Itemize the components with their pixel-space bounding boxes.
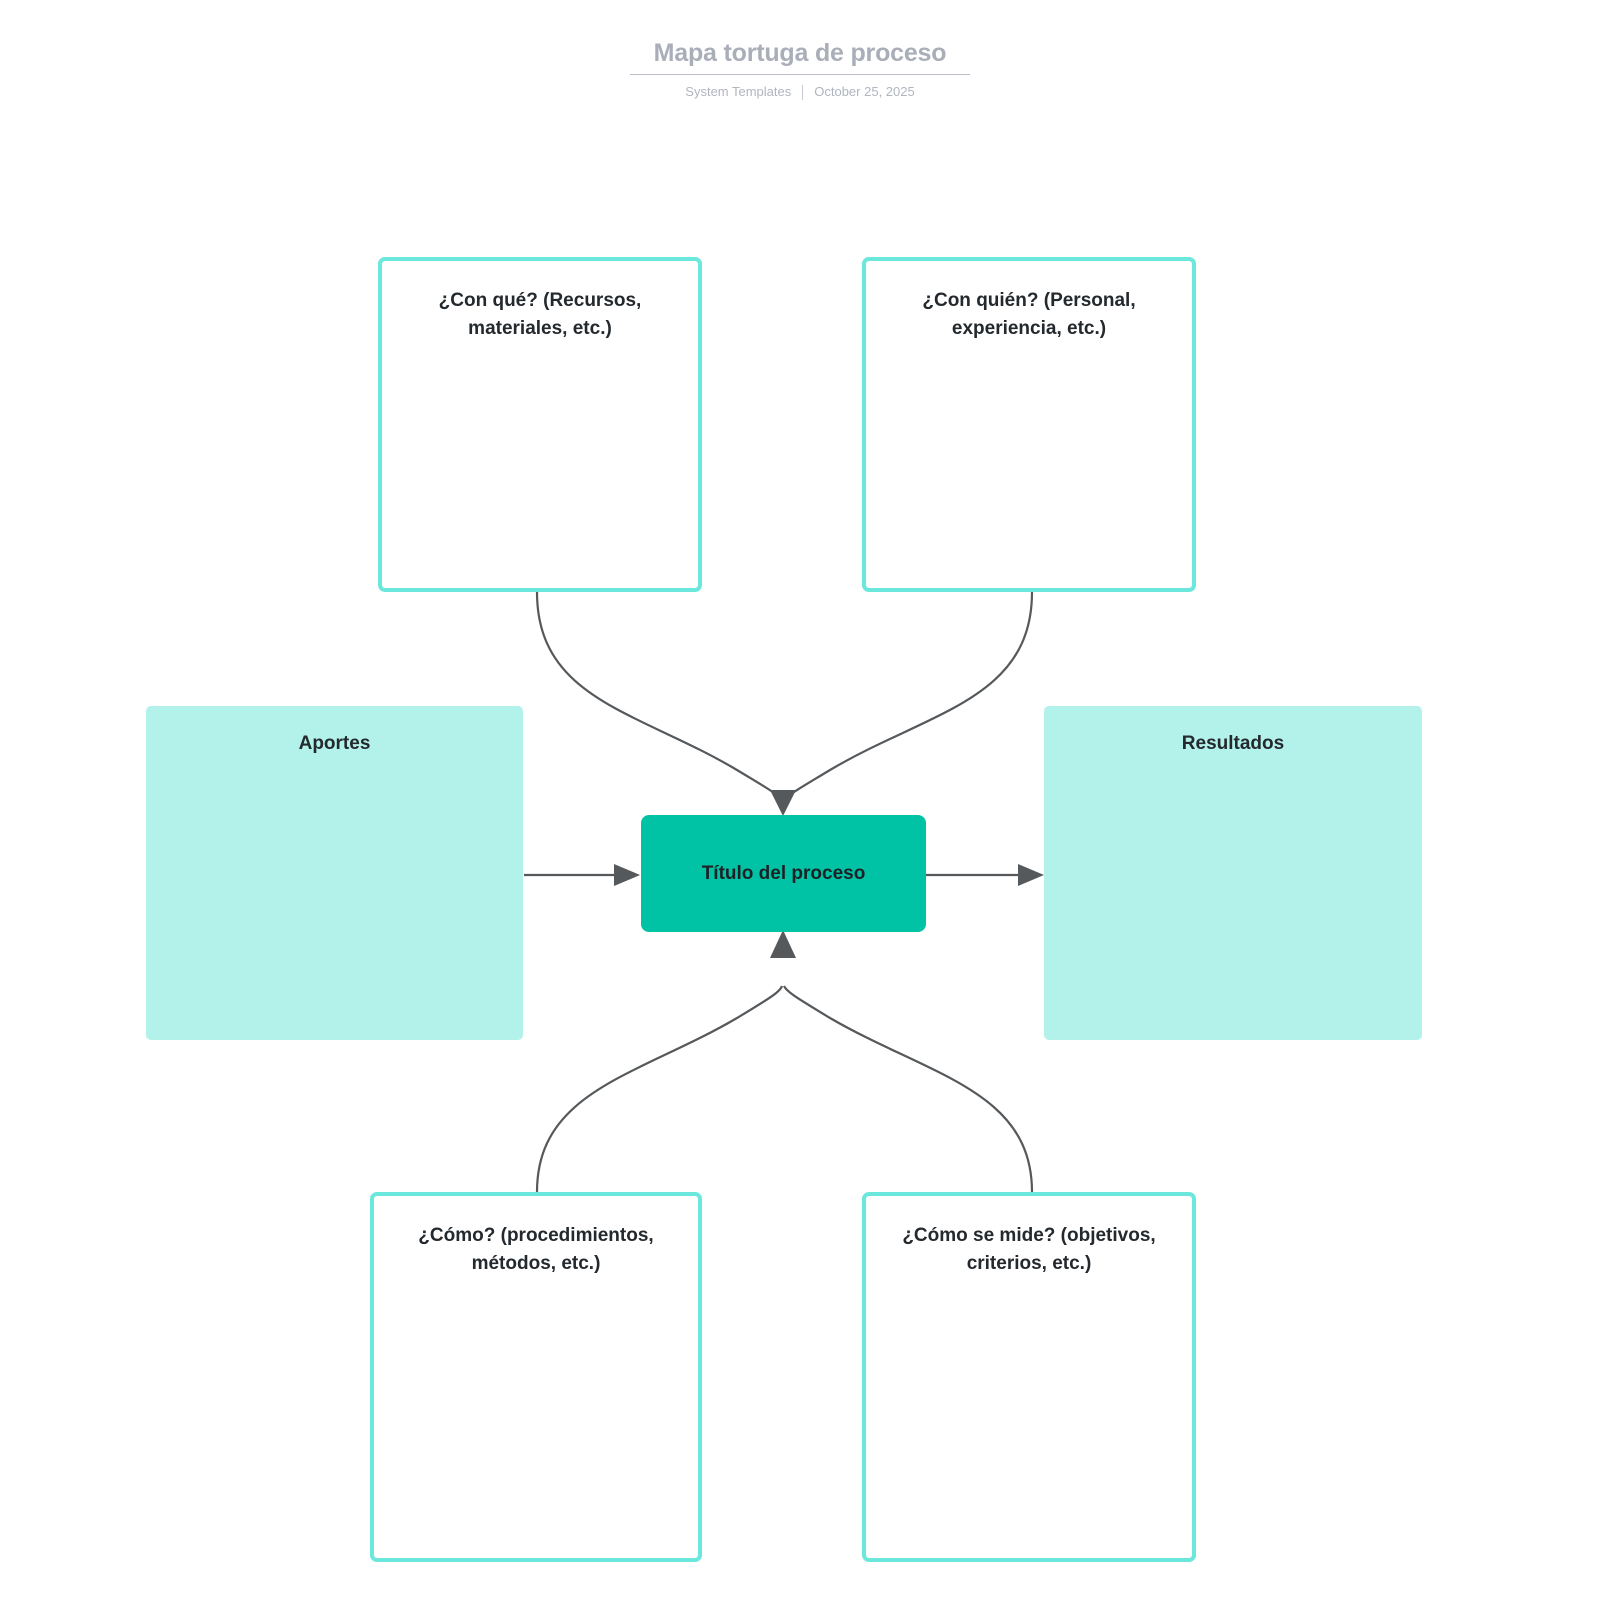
connector-with-what-to-center <box>535 591 784 803</box>
box-with-whom[interactable]: ¿Con quién? (Personal, experiencia, etc.… <box>862 257 1196 592</box>
box-how[interactable]: ¿Cómo? (procedimientos, métodos, etc.) <box>370 1192 702 1562</box>
box-how-measured-label: ¿Cómo se mide? (objetivos, criterios, et… <box>902 1225 1156 1274</box>
box-how-measured[interactable]: ¿Cómo se mide? (objetivos, criterios, et… <box>862 1192 1196 1562</box>
arrowhead-left <box>614 864 640 886</box>
meta-separator <box>802 84 804 100</box>
box-with-what[interactable]: ¿Con qué? (Recursos, materiales, etc.) <box>378 257 702 592</box>
date-label: October 25, 2025 <box>814 84 915 99</box>
page-title: Mapa tortuga de proceso <box>653 39 947 67</box>
box-with-whom-label: ¿Con quién? (Personal, experiencia, etc.… <box>922 290 1136 339</box>
connector-how-to-center <box>535 985 784 1193</box>
arrowhead-right <box>1018 864 1044 886</box>
panel-inputs[interactable]: Aportes <box>146 706 523 1040</box>
document-header: Mapa tortuga de proceso System Templates… <box>0 38 1600 100</box>
title-divider <box>630 74 970 75</box>
box-with-what-label: ¿Con qué? (Recursos, materiales, etc.) <box>438 290 642 339</box>
arrowhead-bottom <box>770 930 796 958</box>
author-label: System Templates <box>685 84 792 99</box>
connector-how-measured-to-center <box>783 985 1034 1193</box>
panel-inputs-label: Aportes <box>298 733 371 754</box>
connector-with-whom-to-center <box>782 591 1034 803</box>
process-node-center[interactable]: Título del proceso <box>641 815 926 932</box>
panel-outputs[interactable]: Resultados <box>1044 706 1422 1040</box>
process-node-label: Título del proceso <box>701 862 866 884</box>
box-how-label: ¿Cómo? (procedimientos, métodos, etc.) <box>418 1225 654 1274</box>
arrowhead-top <box>770 790 796 816</box>
panel-outputs-label: Resultados <box>1181 733 1285 754</box>
document-meta: System Templates October 25, 2025 <box>0 84 1600 100</box>
